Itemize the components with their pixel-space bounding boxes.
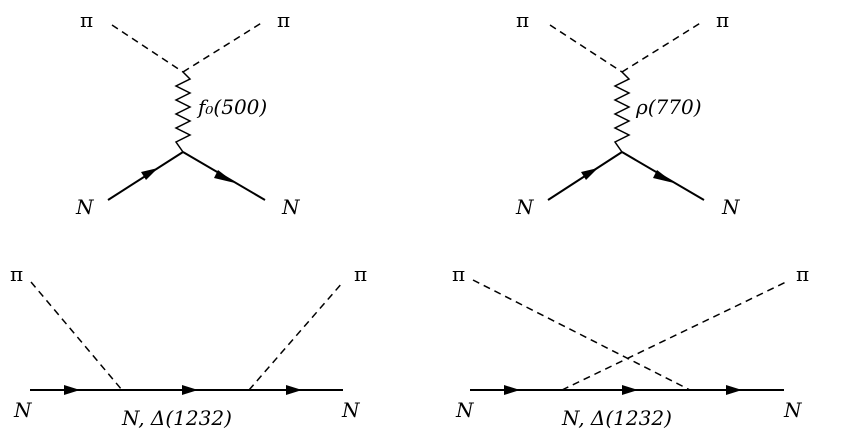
label-propagator: N, Δ(1232) [121, 406, 232, 430]
label-pion-top-left: π [516, 8, 529, 32]
label-exchange: f₀(500) [196, 95, 267, 119]
pion-line-in [472, 279, 691, 391]
pion-line-in [549, 24, 623, 73]
label-nucleon-left: N [13, 398, 33, 422]
arrow-out-icon [214, 170, 235, 183]
pion-line-in [30, 281, 123, 391]
arrow-in-icon [141, 168, 158, 180]
label-nucleon-left: N [75, 195, 95, 219]
label-pion-top-left: π [80, 8, 93, 32]
arrow-out-icon [653, 170, 674, 183]
label-pion-top-right: π [277, 8, 290, 32]
label-pion-top-right: π [796, 262, 809, 286]
label-nucleon-right: N [783, 398, 803, 422]
diagram-s-channel: π π N N N, Δ(1232) [10, 262, 367, 430]
pion-line-out [248, 281, 344, 391]
rho-propagator [613, 71, 631, 153]
label-exchange: ρ(770) [635, 95, 702, 119]
label-nucleon-left: N [455, 398, 475, 422]
label-nucleon-right: N [281, 195, 301, 219]
arrow-2-icon [622, 385, 638, 395]
label-pion-top-right: π [716, 8, 729, 32]
arrow-2-icon [182, 385, 198, 395]
label-pion-top-left: π [10, 262, 23, 286]
arrow-1-icon [64, 385, 80, 395]
arrow-3-icon [286, 385, 302, 395]
pion-line-in [111, 24, 184, 73]
label-nucleon-left: N [515, 195, 535, 219]
label-propagator: N, Δ(1232) [561, 406, 672, 430]
pion-line-out [561, 281, 787, 391]
f0-propagator [174, 71, 192, 153]
diagram-f0-exchange: π π f₀(500) N N [75, 8, 301, 219]
label-nucleon-right: N [721, 195, 741, 219]
label-pion-top-right: π [354, 262, 367, 286]
diagram-rho-exchange: π π ρ(770) N N [515, 8, 741, 219]
label-pion-top-left: π [452, 262, 465, 286]
arrow-in-icon [581, 168, 598, 180]
arrow-1-icon [504, 385, 520, 395]
label-nucleon-right: N [341, 398, 361, 422]
arrow-3-icon [726, 385, 742, 395]
pion-line-out [621, 21, 703, 73]
pion-line-out [182, 21, 264, 73]
diagram-u-channel: π π N N N, Δ(1232) [452, 262, 809, 430]
